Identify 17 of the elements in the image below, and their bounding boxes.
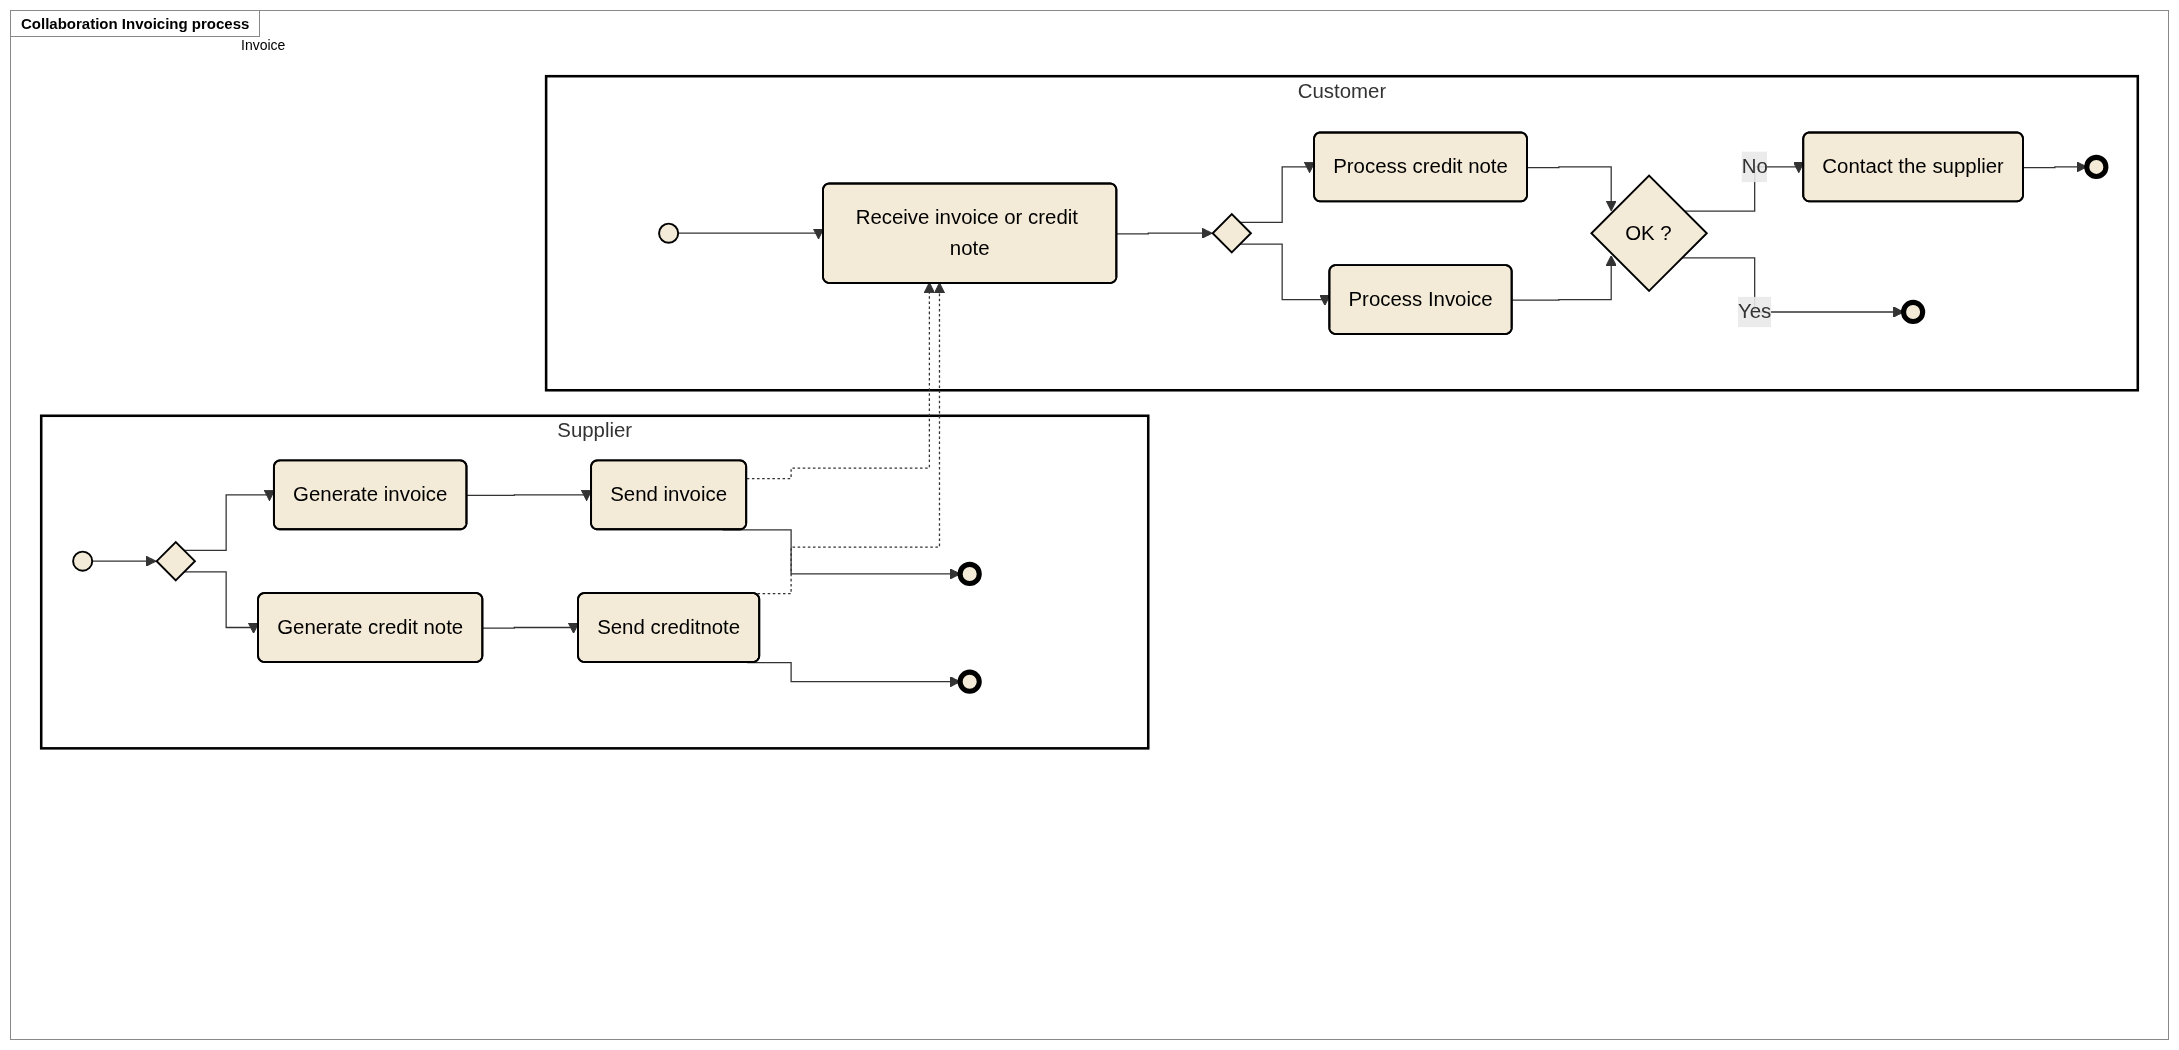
node-circle <box>2084 154 2109 180</box>
node-circle <box>957 561 982 587</box>
edge-label: No <box>1741 155 1768 178</box>
edge-label: Yes <box>1738 300 1772 323</box>
node-diamond <box>1211 212 1253 254</box>
arrow <box>1511 255 1617 301</box>
node-circle <box>658 222 680 244</box>
node-diamond: OK ? <box>1590 174 1709 293</box>
arrow <box>1116 227 1213 239</box>
node-diamond <box>155 540 197 582</box>
arrow <box>746 282 935 480</box>
diagram-title: Collaboration Invoicing process <box>11 11 261 37</box>
node-circle <box>72 550 94 572</box>
node-circle <box>957 669 982 694</box>
flow-label: Invoice <box>241 37 286 53</box>
arrow <box>1527 166 1617 212</box>
node-circle <box>1901 299 1926 325</box>
